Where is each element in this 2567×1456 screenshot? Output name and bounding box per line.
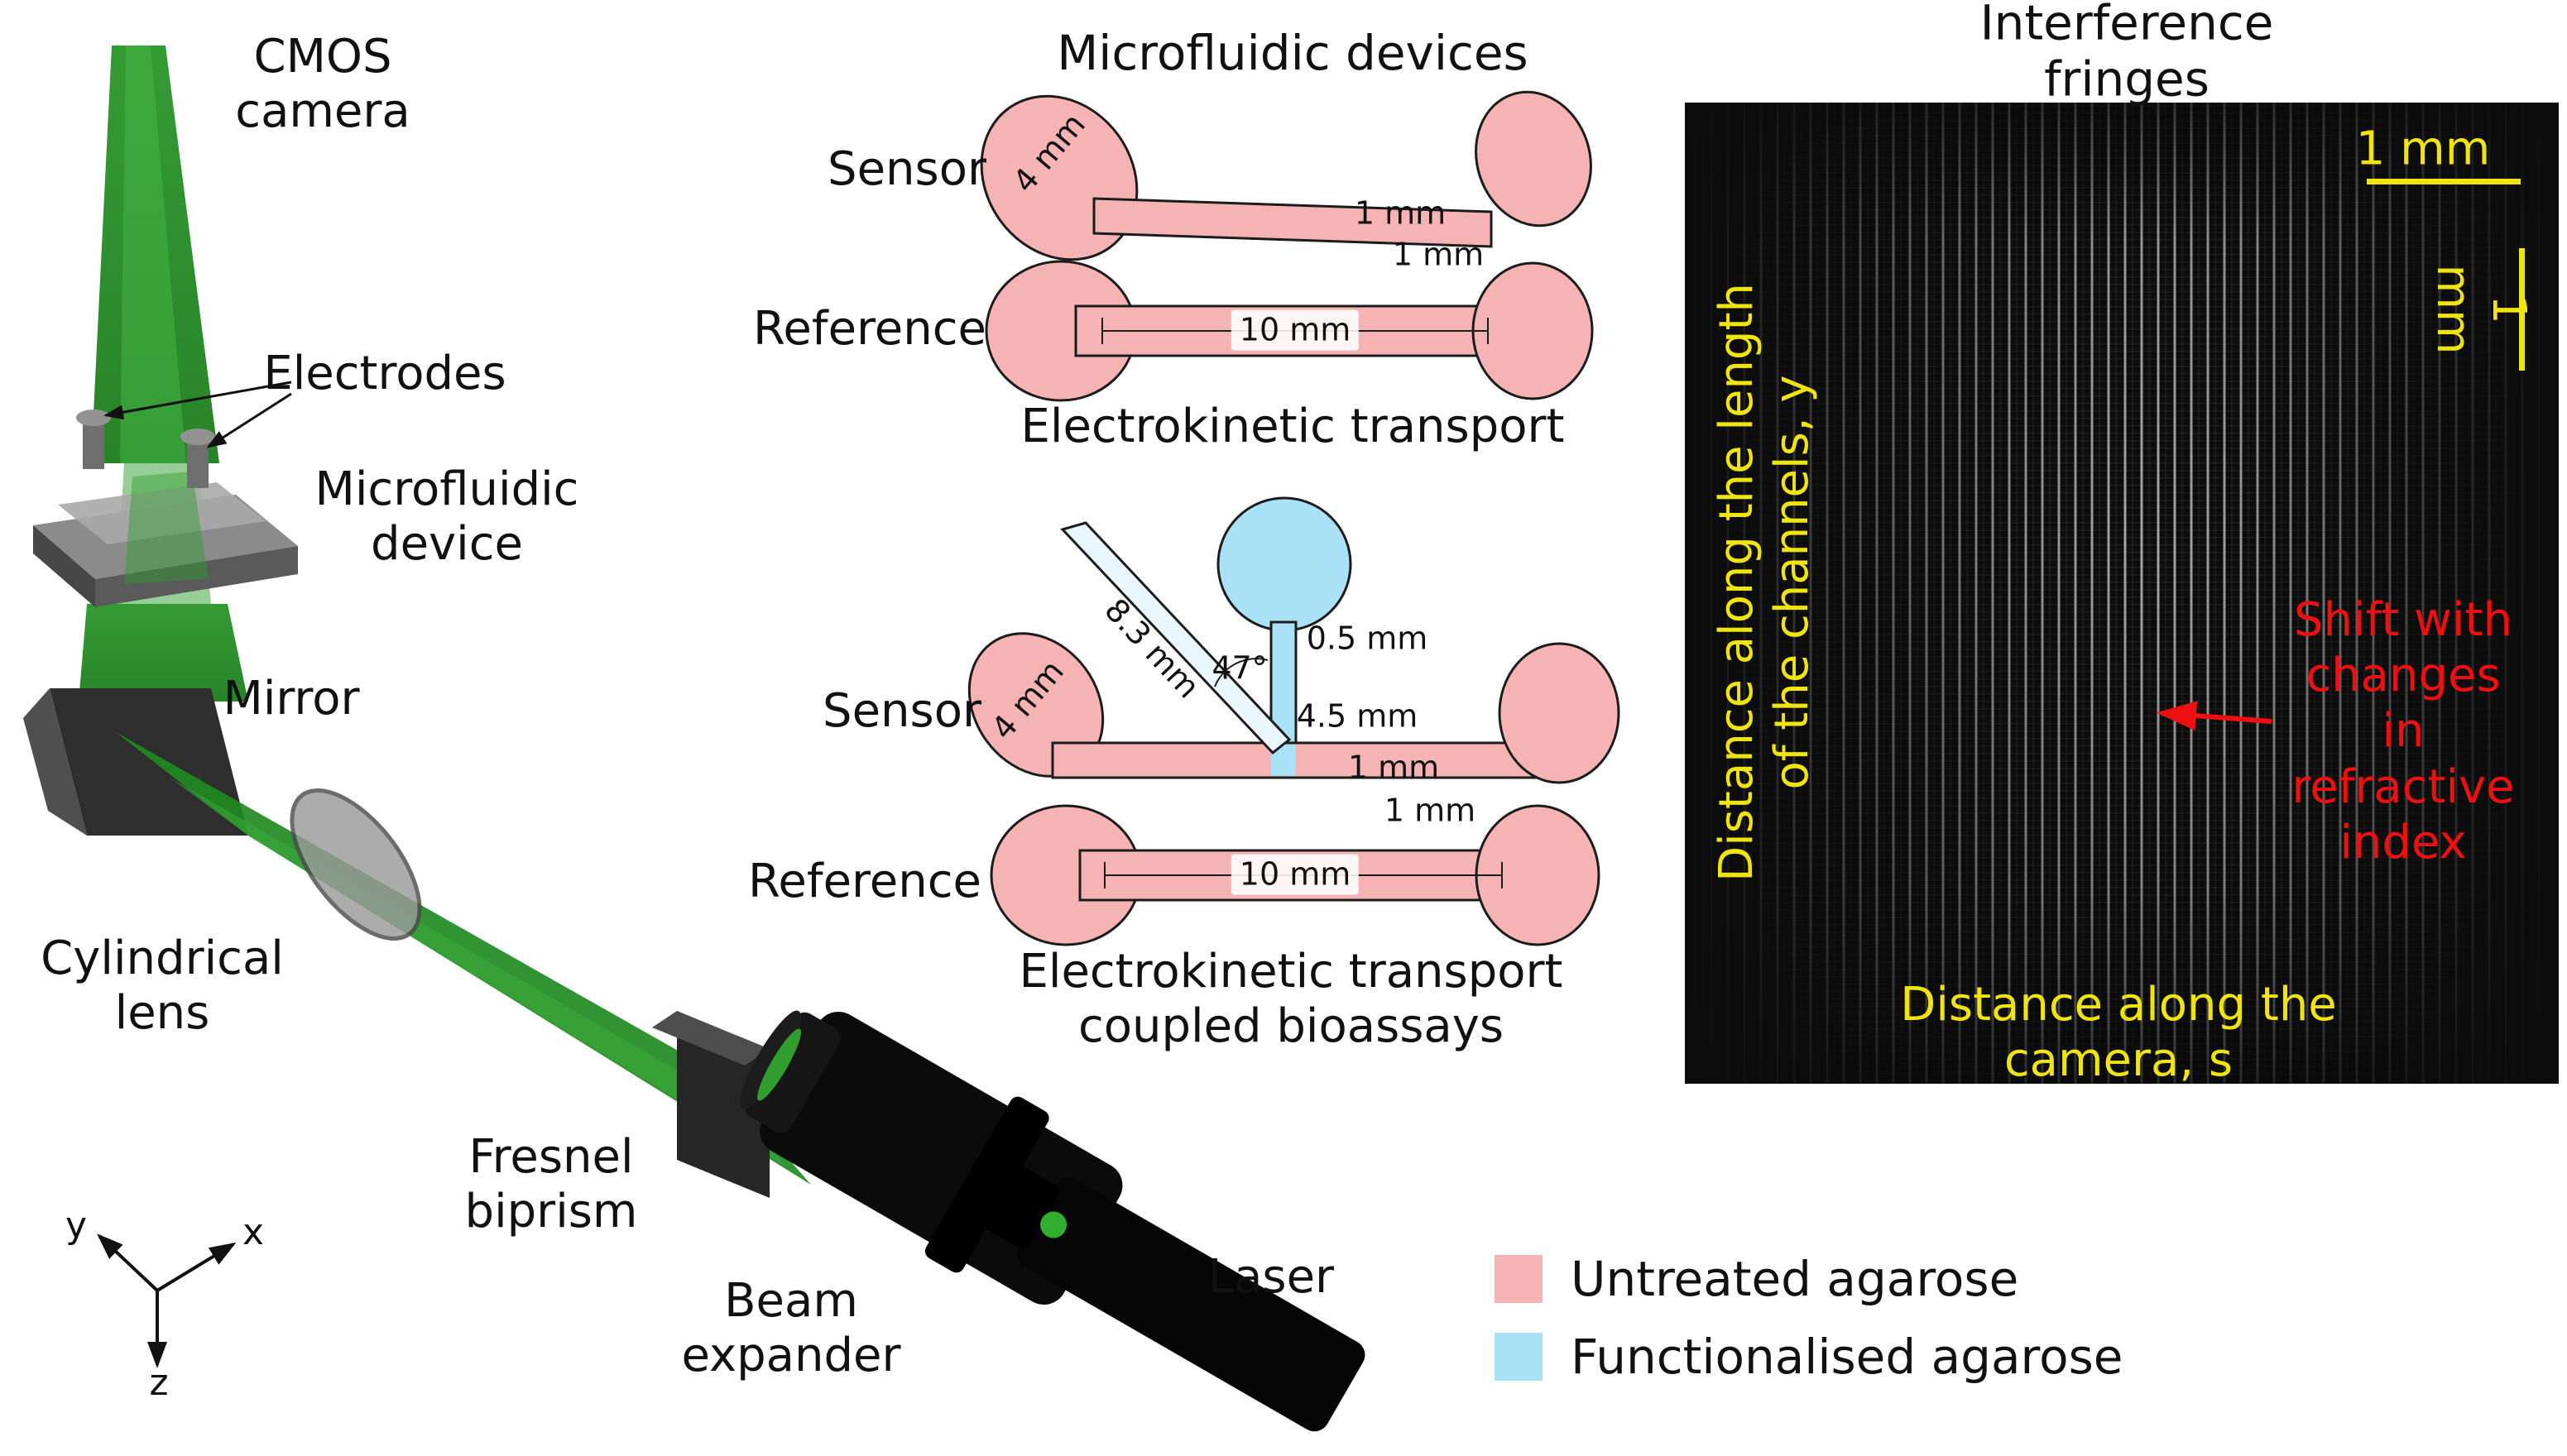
- legend: Untreated agarose Functionalised agarose: [1495, 1251, 2123, 1385]
- device1-dim-1mm-channel: 1 mm: [1354, 194, 1447, 232]
- laser-shape: [976, 1161, 1365, 1432]
- axis-z-label: z: [149, 1362, 169, 1405]
- shift-annotation: Shift with changes in refractive index: [2291, 593, 2515, 869]
- cmos-camera-label: CMOS camera: [235, 29, 410, 138]
- axis-x-label: x: [242, 1211, 265, 1254]
- device1-dim-1mm-gap: 1 mm: [1392, 236, 1485, 273]
- device2-dim-1mm-gap: 1 mm: [1384, 792, 1476, 829]
- microfluidic-device-label: Microfluidic device: [314, 462, 579, 571]
- axes-triad: [97, 1233, 237, 1368]
- device1-shape: [980, 90, 1594, 402]
- laser-beam-vertical: [79, 46, 248, 702]
- scalebar-horizontal-label: 1 mm: [2355, 122, 2491, 176]
- electrodes-shape: [76, 381, 292, 488]
- cylindrical-lens-label: Cylindrical lens: [41, 931, 284, 1040]
- mirror-shape: [23, 688, 248, 836]
- device1-caption: Electrokinetic transport: [1020, 399, 1565, 453]
- device2-dim-05mm: 0.5 mm: [1306, 620, 1428, 657]
- electrodes-label: Electrodes: [263, 346, 506, 400]
- beam-expander-label: Beam expander: [681, 1273, 901, 1382]
- axis-y-label: y: [65, 1205, 88, 1248]
- device1-reference-label: Reference: [753, 301, 986, 356]
- mirror-label: Mirror: [223, 671, 360, 726]
- device2-dim-angle: 47°: [1212, 649, 1268, 687]
- fresnel-biprism-label: Fresnel biprism: [464, 1129, 638, 1238]
- untreated-label: Untreated agarose: [1571, 1251, 2019, 1307]
- device2-dim-45mm: 4.5 mm: [1296, 697, 1418, 735]
- fresnel-biprism-shape: [652, 1011, 770, 1198]
- fringes-panel-title: Interference fringes: [1979, 0, 2274, 108]
- device2-dim-10mm: 10 mm: [1231, 854, 1360, 895]
- devices-panel-title: Microfluidic devices: [1057, 24, 1528, 81]
- laser-label: Laser: [1207, 1249, 1335, 1304]
- shift-arrow: [2157, 701, 2272, 731]
- microfluidic-device-shape: [33, 472, 298, 607]
- functionalised-label: Functionalised agarose: [1571, 1329, 2123, 1385]
- fringe-vignette: [1685, 103, 2559, 1084]
- scalebar-horizontal-bar: [2367, 179, 2521, 184]
- scalebar-vertical-bar: [2519, 248, 2525, 371]
- legend-item-functionalised: Functionalised agarose: [1495, 1329, 2123, 1385]
- device1-sensor-label: Sensor: [828, 141, 986, 196]
- device2-reference-label: Reference: [748, 854, 981, 908]
- device1-dim-10mm: 10 mm: [1231, 309, 1360, 351]
- fringes-xlabel: Distance along the camera, s: [1900, 977, 2337, 1084]
- device2-caption: Electrokinetic transport coupled bioassa…: [1019, 944, 1563, 1053]
- legend-item-untreated: Untreated agarose: [1495, 1251, 2123, 1307]
- device2-sensor-label: Sensor: [823, 683, 981, 738]
- device2-dim-1mm-channel: 1 mm: [1347, 749, 1440, 786]
- functionalised-swatch: [1495, 1333, 1543, 1381]
- untreated-swatch: [1495, 1255, 1543, 1303]
- cylindrical-lens-shape: [290, 788, 422, 941]
- interference-fringes-image: 1 mm 1 mm Distance along the length of t…: [1685, 103, 2559, 1084]
